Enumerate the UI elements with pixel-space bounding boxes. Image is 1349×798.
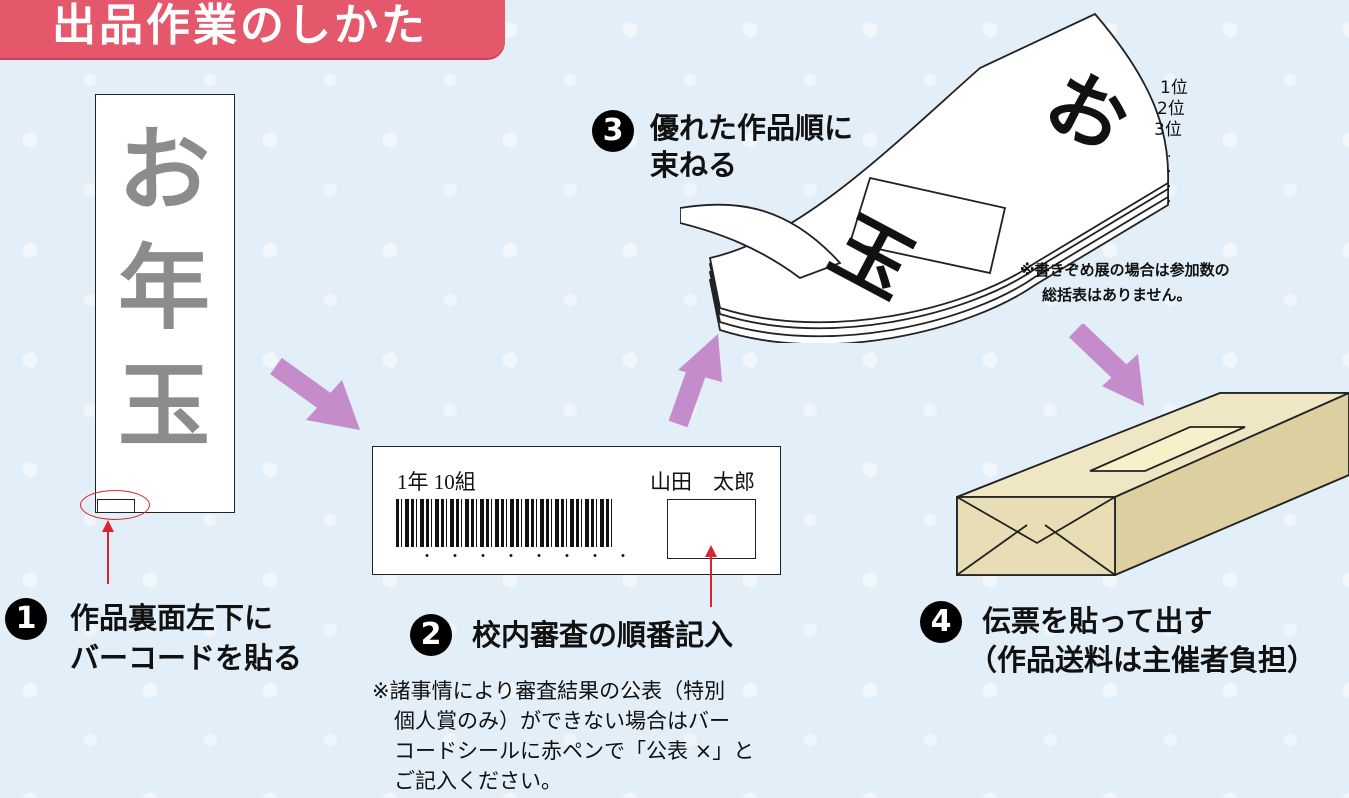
rank-3: 3位 [1154, 120, 1182, 140]
card-grade-class: 1年 10組 [397, 470, 476, 494]
flow-arrow-1 [270, 358, 360, 430]
flow-arrow-3 [1069, 324, 1144, 406]
card-student-name: 山田 太郎 [650, 470, 755, 494]
note-2-line-4: ご記入ください。 [394, 769, 562, 793]
step-2-note: ※諸事情により審査結果の公表（特別 個人賞のみ）ができない場合はバー コードシー… [372, 676, 754, 796]
step-number-3: 3 [592, 110, 634, 152]
note-3-line-1: ※書きぞめ展の場合は参加数の [1020, 261, 1230, 279]
step-3-label-line-1: 優れた作品順に [650, 111, 854, 145]
step-2-label: 校内審査の順番記入 [472, 618, 734, 652]
rank-2: 2位 [1157, 99, 1185, 119]
step-4-label-line-2: （作品送料は主催者負担） [968, 643, 1317, 677]
rank-1: 1位 [1160, 78, 1188, 98]
step-3-label-line-2: 束ねる [650, 148, 738, 182]
step-number-1: 1 [5, 598, 47, 640]
package-box-illustration [956, 392, 1349, 577]
step-4-label-line-1: 伝票を貼って出す [982, 604, 1213, 638]
note-2-line-1: ※諸事情により審査結果の公表（特別 [372, 679, 726, 703]
paper-bundle-illustration: お 玉 [680, 12, 1169, 343]
note-2-line-2: 個人賞のみ）ができない場合はバー [394, 709, 730, 733]
highlight-ellipse [80, 490, 150, 520]
title-banner [0, 0, 505, 58]
red-pointer-arrow-1 [102, 520, 114, 584]
barcode [396, 499, 612, 547]
calligraphy-paper [95, 94, 235, 513]
paper-character-1: お [117, 116, 210, 224]
flow-arrow-2 [668, 334, 722, 428]
paper-character-2: 年 [117, 234, 210, 342]
barcode-dots: ・・・・・・・・ [420, 549, 644, 565]
step-1-label-line-2: バーコードを貼る [70, 641, 303, 675]
step-number-2: 2 [410, 614, 452, 656]
step-1-label-line-1: 作品裏面左下に [70, 601, 274, 635]
step-3-note: ※書きぞめ展の場合は参加数の 総括表はありません。 [1020, 258, 1230, 308]
note-2-line-3: コードシールに赤ペンで「公表 ×」と [394, 739, 755, 763]
rank-ellipsis: ···· [1167, 149, 1172, 210]
page-title: 出品作業のしかた [52, 0, 428, 51]
rank-list: 1位 2位 3位 [1154, 78, 1188, 141]
red-pointer-arrow-2 [705, 545, 717, 607]
note-3-line-2: 総括表はありません。 [1042, 286, 1192, 304]
step-number-4: 4 [920, 601, 962, 643]
paper-character-3: 玉 [117, 352, 210, 460]
